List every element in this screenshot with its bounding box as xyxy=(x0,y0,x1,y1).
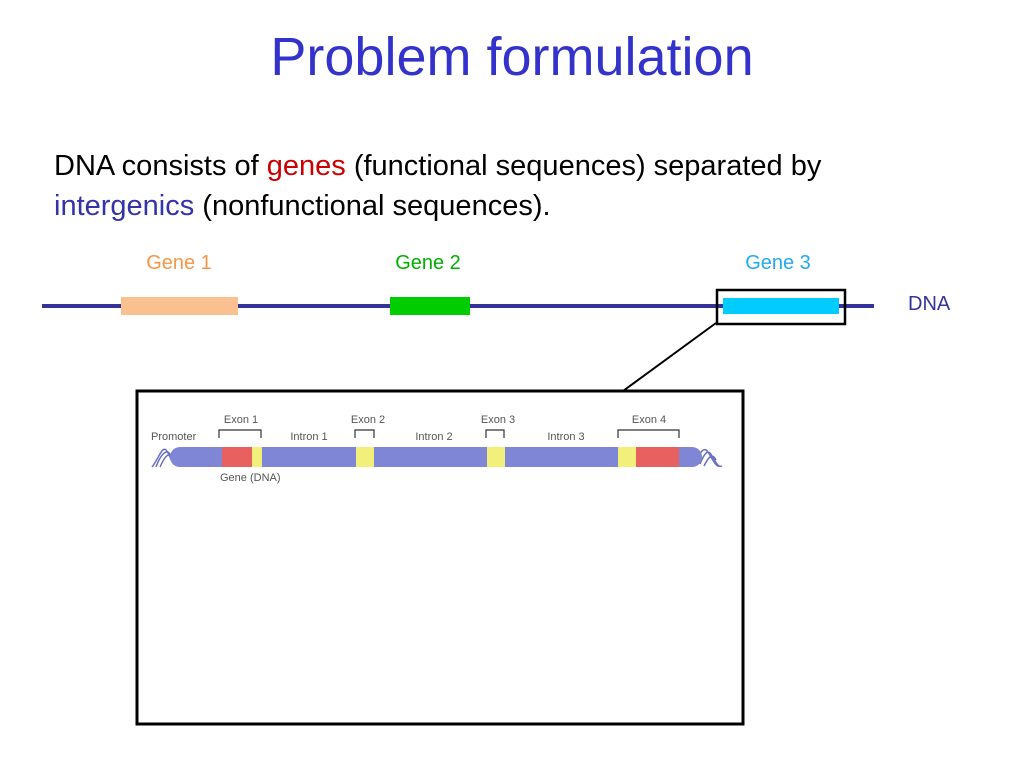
genes-keyword: genes xyxy=(266,150,346,182)
exon-3-bracket xyxy=(485,429,505,438)
intron-3-label: Intron 3 xyxy=(547,431,584,443)
exon-1-bracket xyxy=(218,429,262,438)
gene-3-block xyxy=(723,298,839,314)
exon-1-utr xyxy=(252,447,262,467)
gene-2-block xyxy=(390,297,470,315)
exon-4-bracket xyxy=(617,429,680,438)
exon-4-utr xyxy=(618,447,636,467)
exon-3-label: Exon 3 xyxy=(481,414,515,426)
description-paragraph: DNA consists of genes (functional sequen… xyxy=(54,146,994,226)
promoter-label: Promoter xyxy=(151,431,197,443)
intron-2-label: Intron 2 xyxy=(415,431,452,443)
gene-bar xyxy=(170,447,702,467)
intergenics-keyword: intergenics xyxy=(54,190,195,222)
exon-4-coding xyxy=(636,447,679,467)
intron-1-label: Intron 1 xyxy=(290,431,327,443)
gene-1-label: Gene 1 xyxy=(146,252,212,274)
exon-3-block xyxy=(487,447,505,467)
exon-2-block xyxy=(356,447,374,467)
exon-1-label: Exon 1 xyxy=(224,414,258,426)
gene-1-block xyxy=(121,297,238,315)
text-part-3: (nonfunctional sequences). xyxy=(194,190,551,222)
slide-title: Problem formulation xyxy=(270,27,754,87)
gene-2-label: Gene 2 xyxy=(395,252,461,274)
zoom-connector xyxy=(622,322,717,392)
gene-3-highlight-box xyxy=(715,288,847,326)
exon-4-label: Exon 4 xyxy=(632,414,666,426)
gene-3-label: Gene 3 xyxy=(745,252,811,274)
exon-1-coding xyxy=(222,447,252,467)
dna-label: DNA xyxy=(908,293,951,315)
exon-2-label: Exon 2 xyxy=(351,414,385,426)
gene-detail-panel xyxy=(135,389,745,726)
text-part-2: (functional sequences) separated by xyxy=(345,150,822,182)
text-part-1: DNA consists of xyxy=(54,150,267,182)
exon-2-bracket xyxy=(354,429,375,438)
gene-dna-label: Gene (DNA) xyxy=(220,472,281,484)
